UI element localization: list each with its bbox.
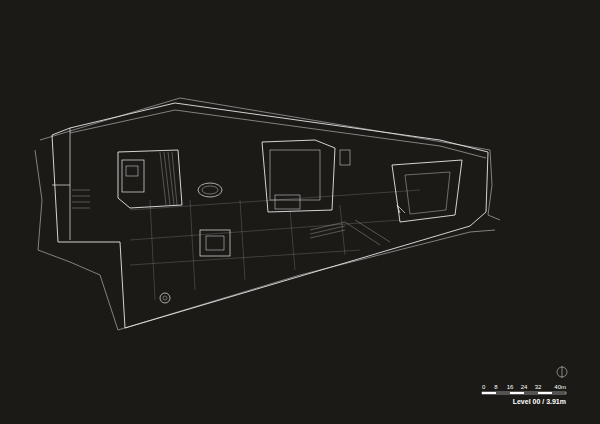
scale-number: 24 bbox=[521, 384, 528, 390]
scale-bar bbox=[482, 392, 566, 394]
level-label: Level 00 / 3.91m bbox=[513, 398, 566, 405]
scale-number: 16 bbox=[507, 384, 514, 390]
scale-number: 0 bbox=[482, 384, 485, 390]
scale-number: 32 bbox=[535, 384, 542, 390]
scale-number: 8 bbox=[494, 384, 497, 390]
scale-number: 40m bbox=[554, 384, 566, 390]
